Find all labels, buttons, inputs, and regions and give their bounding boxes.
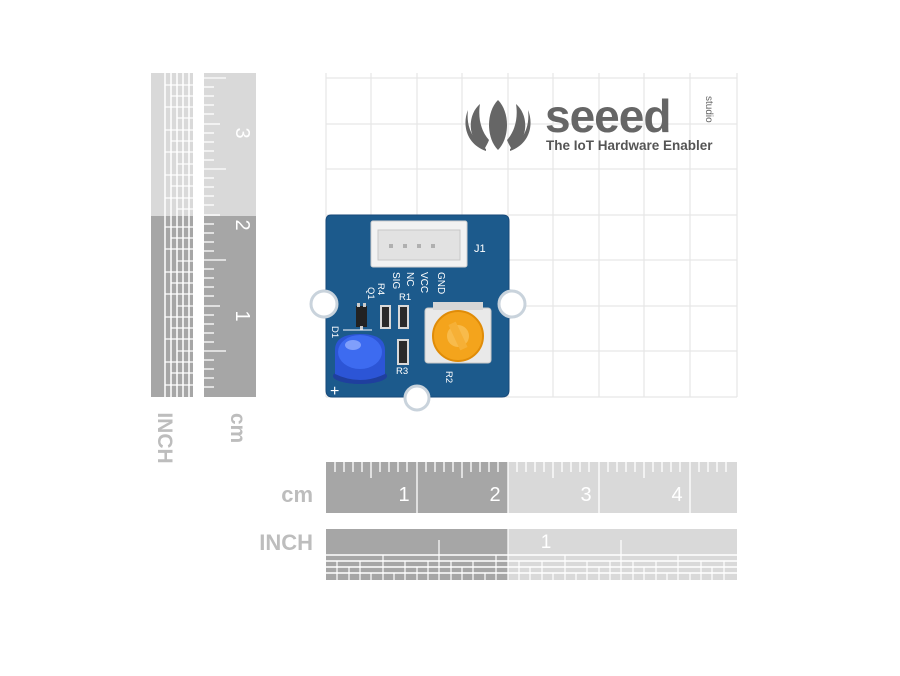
blue-led: [333, 334, 387, 384]
smd-components: [343, 303, 409, 365]
connector-label: J1: [474, 243, 486, 255]
horizontal-cm-tick-4: 4: [671, 484, 682, 506]
grove-led-board: J1 SIG NC VCC GND R4 Q1 R1 D1 R3 R2 +: [309, 214, 527, 412]
horizontal-cm-label: cm: [281, 482, 313, 507]
brand-tagline: The IoT Hardware Enabler: [546, 138, 713, 153]
part-label-r2: R2: [443, 371, 454, 383]
horizontal-inch-tick-1: 1: [541, 532, 552, 553]
measurement-grid: [325, 73, 738, 398]
vertical-cm-tick-2: 2: [231, 219, 253, 230]
pin-label-sig: SIG: [390, 272, 401, 289]
vertical-cm-ruler: 3 2 1: [204, 73, 256, 397]
polarity-plus: +: [330, 383, 339, 400]
mounting-hole-right: [497, 289, 527, 319]
horizontal-cm-ruler: 1 2 3 4: [326, 462, 737, 513]
horizontal-inch-label: INCH: [259, 530, 313, 555]
seeed-leaf-icon: [465, 100, 531, 151]
potentiometer: [424, 302, 492, 364]
horizontal-inch-ruler: 1: [326, 529, 737, 580]
brand-name: seeed: [545, 90, 670, 142]
grove-connector: [370, 220, 468, 268]
part-label-r1: R1: [399, 292, 411, 303]
brand-sub: studio: [703, 96, 714, 123]
pin-label-nc: NC: [404, 272, 415, 286]
part-label-d1: D1: [329, 326, 340, 338]
mounting-hole-left: [309, 289, 339, 319]
pin-label-vcc: VCC: [418, 272, 429, 293]
vertical-inch-ruler: [151, 73, 193, 397]
part-label-r3: R3: [396, 366, 408, 377]
vertical-inch-label: INCH: [153, 412, 176, 463]
vertical-cm-tick-1: 1: [231, 310, 253, 321]
part-label-q1: Q1: [365, 287, 376, 300]
horizontal-cm-tick-1: 1: [398, 484, 409, 506]
part-label-r4: R4: [375, 283, 386, 295]
pin-label-gnd: GND: [435, 272, 446, 294]
vertical-cm-label: cm: [226, 413, 249, 443]
vertical-cm-tick-3: 3: [231, 127, 253, 138]
horizontal-cm-tick-3: 3: [580, 484, 591, 506]
horizontal-cm-tick-2: 2: [489, 484, 500, 506]
seeed-logo: seeed studio The IoT Hardware Enabler: [465, 90, 714, 153]
mounting-hole-bottom: [403, 384, 431, 412]
